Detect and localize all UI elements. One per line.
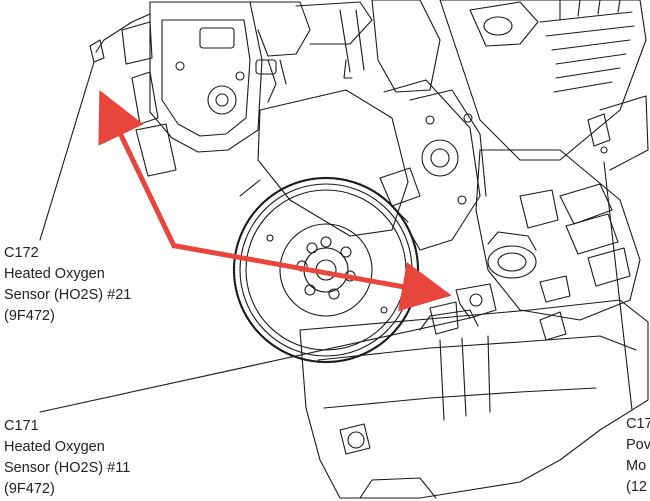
callout-c17x-line2: Mo bbox=[626, 458, 647, 474]
callout-c17x-line1: Pov bbox=[626, 437, 650, 453]
red-arrow-to-c172 bbox=[98, 89, 177, 249]
callout-c171-id: C171 bbox=[4, 418, 39, 434]
red-arrow-to-c171 bbox=[173, 243, 452, 312]
callout-c17x-truncated: C17 Pov Mo (12 bbox=[626, 414, 650, 498]
callout-c171-line3: (9F472) bbox=[4, 481, 55, 497]
engine-line-art bbox=[39, 0, 649, 499]
callout-c17x-line3: (12 bbox=[626, 479, 647, 495]
annotation-arrows bbox=[98, 89, 452, 312]
flywheel bbox=[232, 176, 420, 364]
callout-c171: C171 Heated Oxygen Sensor (HO2S) #11 (9F… bbox=[4, 416, 130, 500]
callout-c172-line2: Sensor (HO2S) #21 bbox=[4, 287, 132, 303]
callout-c17x-id: C17 bbox=[626, 416, 650, 432]
callout-c171-line1: Heated Oxygen bbox=[4, 439, 105, 455]
callout-c172-line1: Heated Oxygen bbox=[4, 266, 105, 282]
callout-c171-line2: Sensor (HO2S) #11 bbox=[4, 460, 131, 476]
callout-c172-line3: (9F472) bbox=[4, 308, 55, 324]
callout-c172-id: C172 bbox=[4, 245, 39, 261]
callout-c172: C172 Heated Oxygen Sensor (HO2S) #21 (9F… bbox=[4, 243, 131, 327]
